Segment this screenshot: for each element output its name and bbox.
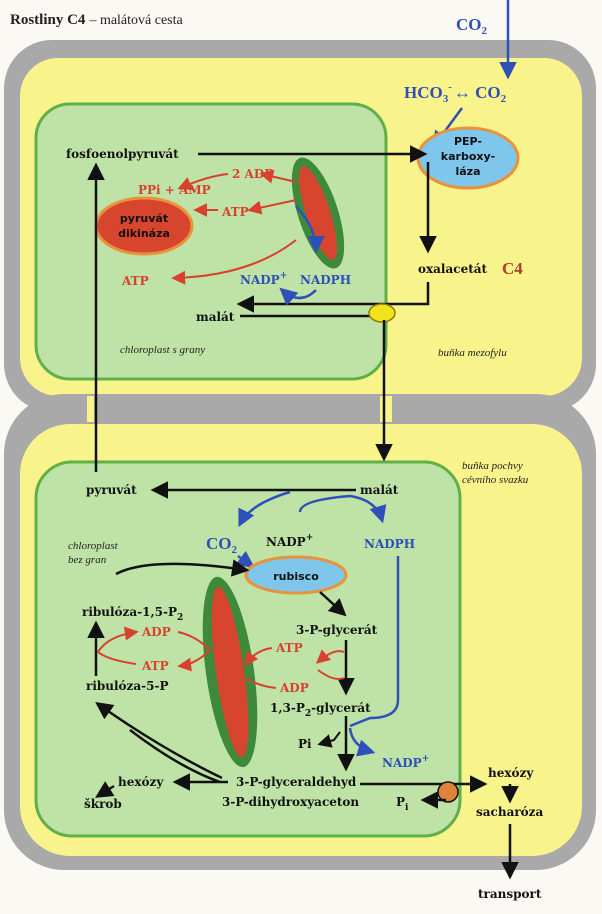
bpga-label: 1,3-P2-glycerát	[270, 701, 371, 719]
diagram-title: Rostliny C4– malátová cesta	[10, 12, 184, 28]
plasmodesma-right	[380, 396, 392, 422]
svg-text:PEP-: PEP-	[454, 135, 482, 148]
agranal-label-2: bez gran	[68, 554, 107, 566]
malate-mesophyll-label: malát	[196, 310, 235, 324]
hexoses-out-label: hexózy	[488, 766, 534, 780]
phosphate-translocator	[437, 781, 459, 803]
bundle-sheath-thylakoid	[202, 576, 258, 768]
nadp-regeneration-arrow	[348, 727, 376, 757]
adp-to-ppi-arrow	[177, 173, 229, 191]
nadph-bundle-label: NADPH	[364, 537, 415, 551]
atp-label-left: ATP	[141, 659, 169, 673]
pi-release-arrow	[317, 731, 341, 748]
adp-right-line	[245, 677, 277, 689]
adp-to-thylakoid-left	[177, 631, 211, 651]
rubisco-enzyme: rubisco	[244, 555, 348, 595]
malate-bundle-label: malát	[360, 483, 399, 497]
plasmodesma-wall	[88, 396, 396, 420]
pep-label: fosfoenolpyruvát	[66, 147, 179, 161]
nadph-mesophyll-label: NADPH	[300, 273, 351, 287]
atp-label-2: ATP	[121, 274, 149, 288]
pyruvate-dikinase-enzyme: pyruvát dikináza	[94, 196, 194, 256]
bundle-sheath-label-1: buňka pochvy	[462, 460, 523, 472]
g3p-label: 3-P-glyceraldehyd	[236, 775, 357, 789]
pga-label: 3-P-glycerát	[296, 623, 378, 637]
thylakoid-to-adp-arrow	[259, 169, 297, 184]
svg-text:pyruvát: pyruvát	[120, 212, 168, 225]
nadph-supply-line	[349, 556, 400, 728]
pi-out-label: Pi	[396, 795, 409, 813]
mesophyll-cell-label: buňka mezofylu	[438, 347, 507, 359]
decarboxylation-co2-arrow	[238, 490, 291, 528]
nadp-to-nadph-arrow	[298, 494, 387, 524]
rubisco-to-pga-arrow	[319, 591, 347, 617]
atp-consumption-left-arrow	[97, 626, 139, 653]
hexose-to-starch-arrow	[95, 781, 115, 798]
co2-bundle-label: CO2	[206, 534, 238, 556]
transport-label: transport	[478, 887, 542, 901]
nadp-mesophyll-label: NADP+	[240, 271, 287, 287]
regeneration-branch	[129, 729, 221, 784]
svg-text:láza: láza	[455, 165, 480, 178]
atp-label-1: ATP	[221, 205, 249, 219]
atp-to-pga-arrow	[315, 649, 345, 664]
adp-label-right: ADP	[279, 681, 309, 695]
starch-label: škrob	[84, 797, 122, 811]
thylakoid-atp-arrow	[171, 239, 297, 285]
malate-transporter	[368, 303, 396, 323]
rubp-label: ribulóza-1,5-P2	[82, 605, 183, 623]
svg-text:dikináza: dikináza	[118, 227, 170, 240]
plasmodesma-left	[87, 396, 94, 422]
chloroplast-granal-label: chloroplast s grany	[120, 344, 205, 356]
two-adp-label: 2 ADP	[232, 167, 273, 181]
c4-label: C4	[502, 259, 523, 278]
agranal-label-1: chloroplast	[68, 540, 119, 552]
nadp2-label: NADP+	[382, 754, 429, 770]
svg-text:rubisco: rubisco	[273, 570, 319, 583]
thylakoid-atp-left-arrow	[177, 649, 211, 672]
oxaloacetate-label: oxalacetát	[418, 262, 488, 276]
oaa-to-malate-arrow	[236, 282, 430, 313]
co2-atmospheric: CO2	[456, 15, 488, 37]
adp-from-pga-line	[317, 669, 345, 680]
bundle-sheath-label-2: cévního svazku	[462, 474, 529, 486]
regeneration-arrow	[95, 701, 223, 780]
hexoses-in-label: hexózy	[118, 775, 164, 789]
pep-carboxylase-enzyme: PEP- karboxy- láza	[416, 126, 520, 190]
dhap-label: 3-P-dihydroxyaceton	[222, 795, 359, 809]
svg-text:karboxy-: karboxy-	[441, 150, 495, 163]
rubp-to-rubisco-arrow	[115, 559, 250, 577]
nadp-reduction-arrow	[295, 205, 325, 254]
atp-synthesis-arrow	[247, 199, 297, 215]
ru5p-label: ribulóza-5-P	[86, 679, 168, 693]
atp-right-arrow	[244, 647, 273, 667]
sucrose-label: sacharóza	[476, 805, 543, 819]
adp-label-left: ADP	[141, 625, 171, 639]
ppi-amp-label: PPi + AMP	[138, 183, 211, 197]
bicarbonate-equilibrium: HCO3-↔ CO2	[404, 81, 507, 105]
mesophyll-thylakoid	[291, 157, 345, 269]
atp-input-left-line	[97, 651, 137, 665]
nadph-cycle-arrow	[279, 287, 317, 306]
pi-label: Pi	[298, 737, 312, 751]
nadp-bundle-label: NADP+	[266, 533, 313, 549]
pyruvate-label: pyruvát	[86, 483, 137, 497]
atp-label-right: ATP	[275, 641, 303, 655]
